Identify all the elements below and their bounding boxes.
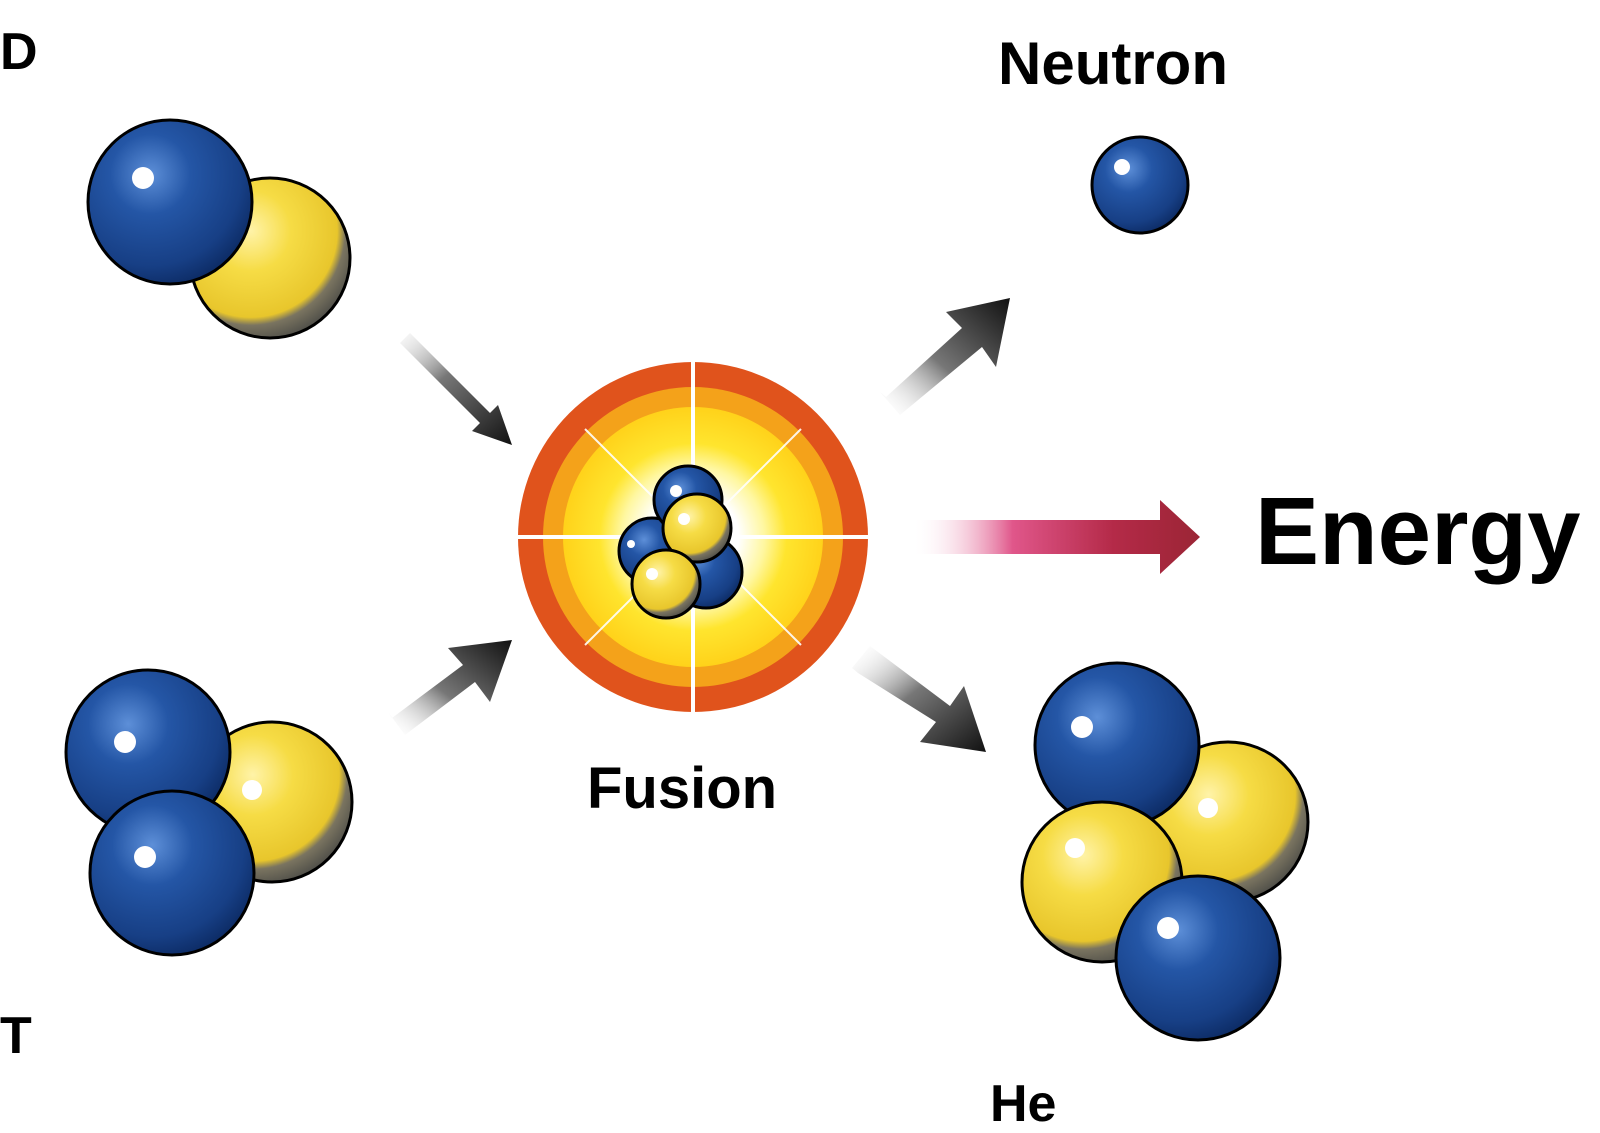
deuterium-nucleus bbox=[86, 118, 352, 340]
tritium-nucleus bbox=[64, 668, 354, 957]
arrow-to-neutron bbox=[880, 298, 1010, 415]
highlight bbox=[132, 167, 154, 189]
deuterium-label: D bbox=[0, 23, 38, 81]
neutron bbox=[86, 118, 254, 286]
neutron-label: Neutron bbox=[998, 30, 1228, 97]
arrow-from-tritium bbox=[388, 640, 512, 735]
helium-nucleus-forming bbox=[617, 464, 744, 620]
neutron bbox=[1114, 874, 1282, 1042]
highlight bbox=[1198, 798, 1218, 818]
highlight bbox=[1157, 917, 1179, 939]
highlight bbox=[114, 731, 136, 753]
highlight bbox=[242, 780, 262, 800]
energy-label: Energy bbox=[1255, 478, 1581, 585]
neutron bbox=[88, 789, 256, 957]
fusion-label: Fusion bbox=[587, 756, 778, 821]
helium-nucleus bbox=[1020, 661, 1310, 1042]
highlight bbox=[1071, 716, 1093, 738]
neutron-particle bbox=[1090, 135, 1190, 235]
highlight bbox=[1065, 838, 1085, 858]
arrow-from-deuterium bbox=[375, 333, 512, 445]
helium-label: He bbox=[990, 1075, 1057, 1133]
fusion-burst bbox=[518, 362, 868, 712]
arrow-to-energy bbox=[912, 500, 1200, 574]
highlight bbox=[134, 846, 156, 868]
arrow-to-helium bbox=[852, 646, 986, 752]
tritium-label: T bbox=[0, 1007, 32, 1065]
